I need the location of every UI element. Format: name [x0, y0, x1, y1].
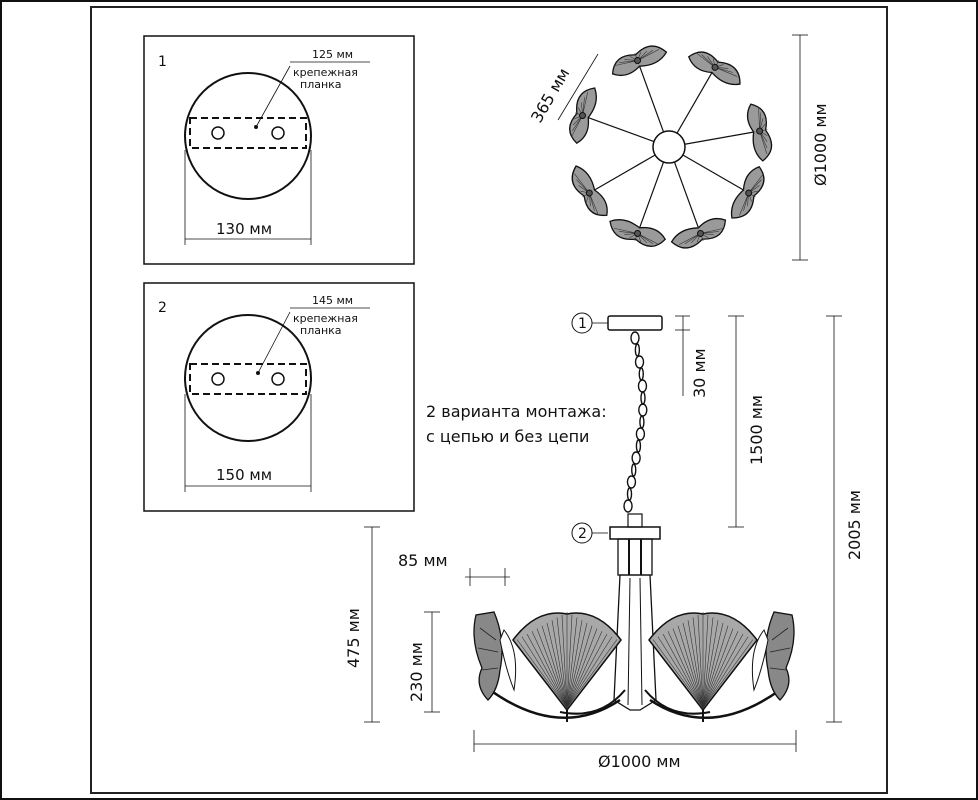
side-arm-left [489, 688, 621, 720]
bracket-label-2a: крепежная [293, 312, 358, 325]
chain-link [637, 379, 648, 393]
mount-note-line1: 2 варианта монтажа: [426, 402, 607, 421]
variant-2-number: 2 [158, 300, 167, 316]
chain-link [623, 499, 633, 513]
ginkgo-shade-icon [512, 612, 622, 722]
shade-height-label: 230 мм [407, 642, 426, 702]
leaf-cluster-icon [609, 219, 667, 247]
leaf-cluster-icon [571, 165, 608, 217]
screw-hole-icon [211, 372, 225, 386]
chain-link [626, 487, 633, 501]
bracket-label-2b: планка [300, 324, 342, 337]
top-diameter-label: Ø1000 мм [811, 103, 830, 186]
chain-link [635, 439, 642, 453]
bracket-label-1b: планка [300, 78, 342, 91]
leaf-cluster-icon [730, 165, 765, 219]
chain-length-label: 1500 мм [747, 395, 766, 465]
screw-hole-icon [211, 126, 225, 140]
chain-link [638, 403, 648, 417]
chain-link [640, 391, 646, 405]
top-view-arm [676, 67, 716, 134]
butterfly-left-icon [473, 611, 517, 701]
chandelier-top-view: 365 мм Ø1000 мм [527, 34, 830, 261]
top-view-arm [636, 60, 665, 133]
mounting-bracket-2 [189, 363, 307, 395]
total-height-label: 2005 мм [845, 490, 864, 560]
chain-link [626, 475, 637, 489]
chain-link [630, 331, 640, 345]
marker-1: 1 [578, 316, 587, 332]
top-view-arm [673, 161, 702, 234]
chain-link [635, 427, 646, 441]
ginkgo-shade-icon [648, 612, 758, 722]
ceiling-base-2 [184, 314, 312, 442]
top-view-arm [636, 161, 665, 234]
mount-note-line2: с цепью и без цепи [426, 427, 589, 446]
drawing-frame [90, 6, 888, 794]
screw-hole-icon [271, 372, 285, 386]
central-stem [613, 574, 657, 711]
chain-link [639, 415, 645, 429]
top-view-arms [582, 60, 760, 234]
bracket-leader [257, 311, 291, 374]
chain-link [631, 463, 637, 477]
chandelier-side-view: 1 2 [344, 312, 864, 771]
bracket-label-1a: крепежная [293, 66, 358, 79]
body-height-label: 475 мм [344, 608, 363, 668]
ceiling-base-1 [184, 72, 312, 200]
top-view-leaves [569, 45, 773, 249]
chain-link [638, 367, 644, 381]
base-diameter-1: 130 мм [216, 220, 272, 238]
top-view-hub [652, 130, 686, 164]
shade-offset-label: 85 мм [398, 551, 448, 570]
ginkgo-shades [512, 612, 758, 722]
butterfly-right-icon [751, 611, 795, 701]
top-view-arm [682, 154, 749, 194]
leaf-cluster-icon [746, 103, 773, 162]
variant-1-number: 1 [158, 54, 167, 70]
mount-variant-2-panel: 2 145 мм крепежная планка 150 мм [143, 282, 415, 512]
leaf-cluster-icon [569, 87, 597, 145]
leaf-cluster-icon [670, 217, 727, 249]
mount-variant-1-panel: 1 125 мм крепежная планка 130 мм [143, 35, 415, 265]
canopy-2 [609, 526, 661, 540]
stem-top [617, 538, 653, 576]
leaf-cluster-icon [687, 51, 741, 86]
chain-link [634, 355, 645, 369]
top-view-arm [589, 154, 656, 194]
suspension-chain [623, 331, 648, 513]
leaf-cluster-icon [611, 45, 668, 77]
chain-link [634, 343, 641, 357]
chain-link [631, 451, 641, 465]
top-view-arm [582, 114, 655, 143]
bottom-diameter-label: Ø1000 мм [598, 752, 681, 771]
marker-2: 2 [578, 526, 587, 542]
arm-length-label: 365 мм [527, 65, 573, 126]
side-arm-right [649, 688, 781, 720]
top-view-arm [684, 130, 760, 145]
bracket-width-1: 125 мм [312, 48, 353, 61]
mounting-bracket-1 [189, 117, 307, 149]
canopy-height-label: 30 мм [690, 348, 709, 398]
base-diameter-2: 150 мм [216, 466, 272, 484]
bracket-width-2: 145 мм [312, 294, 353, 307]
screw-hole-icon [271, 126, 285, 140]
canopy-1 [607, 315, 663, 331]
bracket-leader [255, 65, 291, 128]
